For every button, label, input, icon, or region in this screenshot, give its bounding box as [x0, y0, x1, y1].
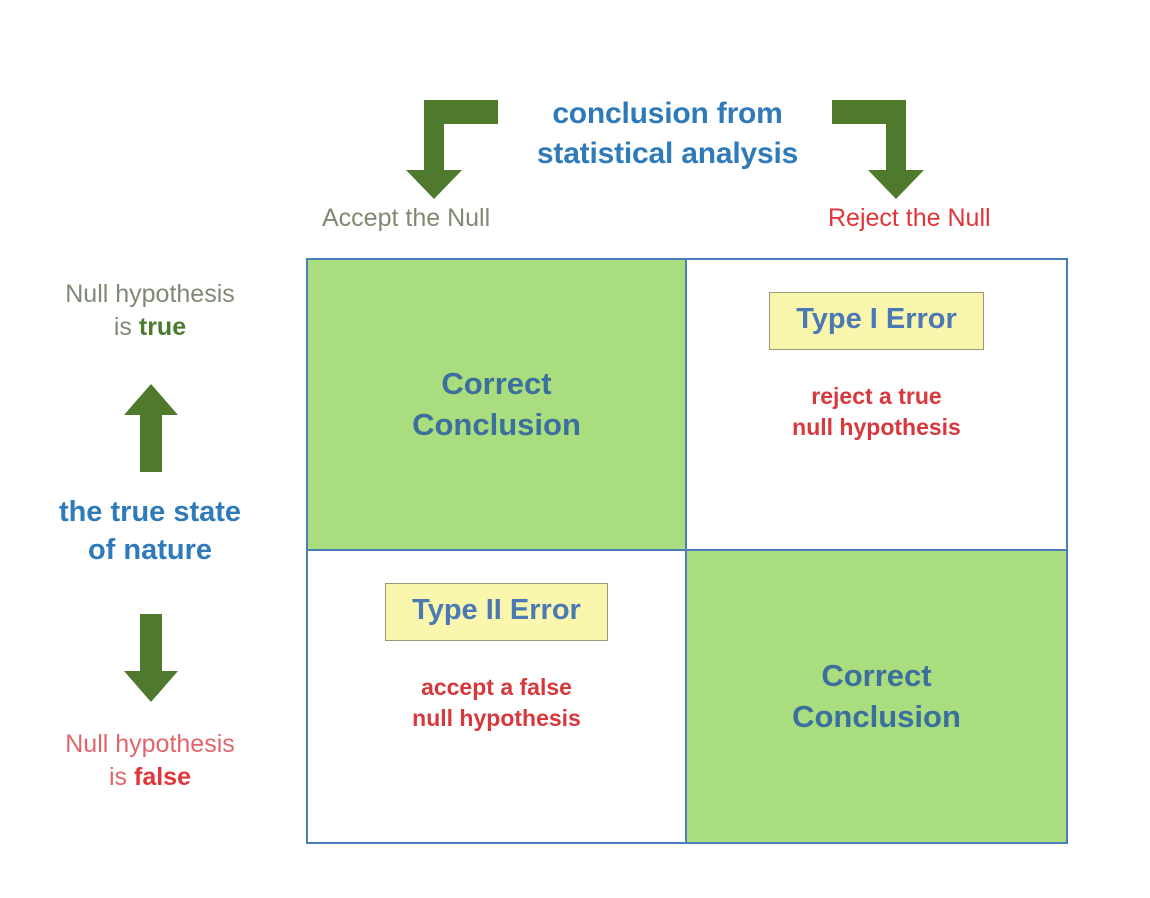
- type-ii-desc-line-2: null hypothesis: [412, 705, 581, 732]
- correct-label-line-1: Correct: [441, 366, 552, 402]
- arrow-up-icon: [122, 382, 180, 479]
- diagram-top-title: conclusion from statistical analysis: [500, 94, 835, 173]
- matrix-cell-true-accept: Correct Conclusion: [308, 260, 687, 551]
- type-i-error-description: reject a true null hypothesis: [792, 381, 961, 444]
- top-title-line-1: conclusion from: [552, 97, 783, 130]
- row-header-null-false: Null hypothesis is false: [10, 728, 290, 794]
- matrix-cell-false-accept: Type II Error accept a false null hypoth…: [308, 551, 687, 842]
- arrow-down-icon: [122, 612, 180, 709]
- matrix-cell-true-reject: Type I Error reject a true null hypothes…: [687, 260, 1066, 551]
- elbow-arrow-down-right-icon: [830, 98, 926, 207]
- axis-title-true-state-of-nature: the true state of nature: [10, 494, 290, 569]
- error-matrix-table: Correct Conclusion Type I Error reject a…: [306, 258, 1068, 844]
- row-header-false-prefix: is: [109, 763, 134, 791]
- row-header-true-line-2: is true: [10, 311, 290, 344]
- correct-label-line-2: Conclusion: [412, 406, 581, 442]
- column-header-reject-the-null: Reject the Null: [828, 204, 991, 232]
- correct-conclusion-label: Correct Conclusion: [412, 364, 581, 445]
- top-title-line-2: statistical analysis: [536, 136, 799, 170]
- row-header-true-emphasis: true: [138, 313, 187, 341]
- matrix-cell-false-reject: Correct Conclusion: [687, 551, 1066, 842]
- type-ii-error-description: accept a false null hypothesis: [412, 672, 581, 735]
- column-header-accept-the-null: Accept the Null: [322, 204, 491, 232]
- type-i-desc-line-2: null hypothesis: [792, 414, 961, 441]
- type-ii-desc-line-1: accept a false: [421, 673, 572, 700]
- type-i-desc-line-1: reject a true: [811, 382, 942, 409]
- row-header-false-emphasis: false: [134, 763, 191, 791]
- type-i-error-badge: Type I Error: [769, 292, 984, 350]
- elbow-arrow-down-left-icon: [404, 98, 500, 207]
- row-header-true-line-1: Null hypothesis: [65, 280, 235, 308]
- type-ii-error-badge: Type II Error: [385, 583, 608, 641]
- row-header-false-line-1: Null hypothesis: [65, 730, 235, 758]
- row-header-false-line-2: is false: [10, 761, 290, 794]
- row-header-null-true: Null hypothesis is true: [10, 278, 290, 344]
- correct-label-line-2: Conclusion: [792, 698, 961, 734]
- axis-title-line-1: the true state: [58, 496, 242, 528]
- correct-label-line-1: Correct: [821, 658, 932, 694]
- row-header-true-prefix: is: [113, 313, 139, 341]
- correct-conclusion-label: Correct Conclusion: [792, 656, 961, 737]
- axis-title-line-2: of nature: [87, 533, 213, 566]
